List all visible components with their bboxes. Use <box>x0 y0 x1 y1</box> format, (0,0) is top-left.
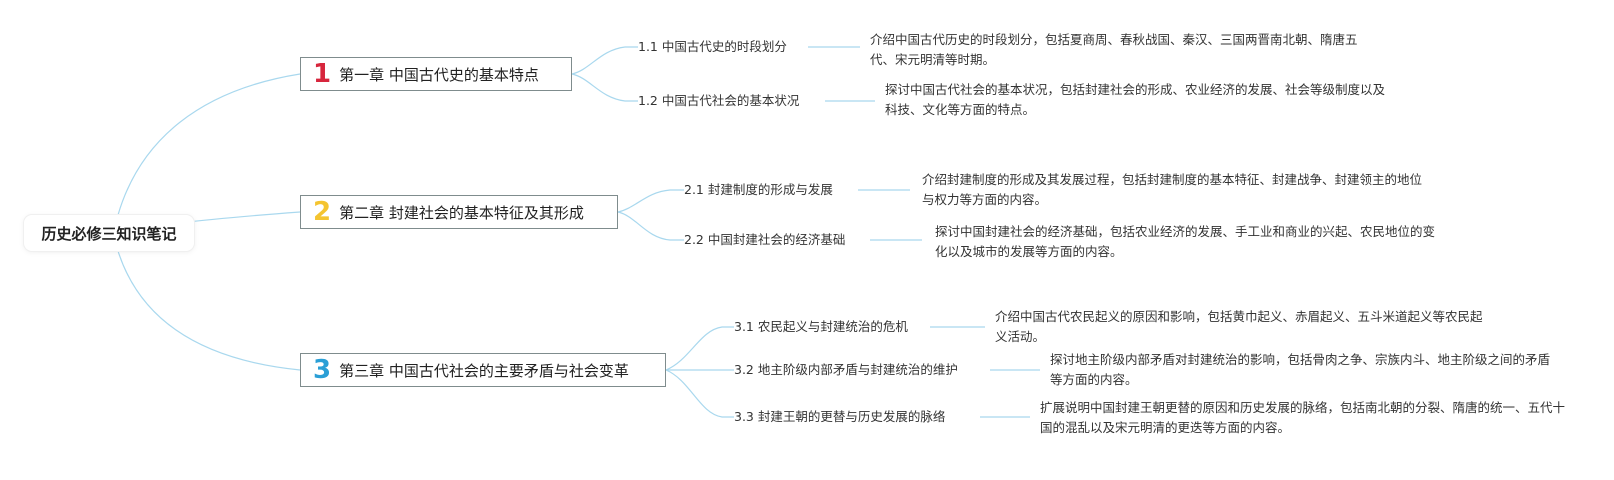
section-node-3-2[interactable]: 3.2 地主阶级内部矛盾与封建统治的维护 <box>734 362 958 377</box>
chapter-number-2: 2 <box>313 197 332 227</box>
chapter-number-1: 1 <box>313 59 332 89</box>
section-node-1-2[interactable]: 1.2 中国古代社会的基本状况 <box>638 93 800 108</box>
section-desc-1-1: 介绍中国古代历史的时段划分，包括夏商周、春秋战国、秦汉、三国两晋南北朝、隋唐五代… <box>870 32 1358 67</box>
link-ch2-s22 <box>617 211 684 241</box>
section-node-1-1[interactable]: 1.1 中国古代史的时段划分 <box>638 39 787 54</box>
section-desc-2-1: 介绍封建制度的形成及其发展过程，包括封建制度的基本特征、封建战争、封建领主的地位… <box>922 172 1423 207</box>
chapter-title-3: 第三章 中国古代社会的主要矛盾与社会变革 <box>339 361 629 380</box>
section-node-2-2[interactable]: 2.2 中国封建社会的经济基础 <box>684 232 846 247</box>
link-root-ch3 <box>117 250 301 371</box>
chapter-node-2[interactable]: 2 第二章 封建社会的基本特征及其形成 <box>300 195 618 229</box>
section-node-3-3[interactable]: 3.3 封建王朝的更替与历史发展的脉络 <box>734 409 946 424</box>
section-desc-3-3: 扩展说明中国封建王朝更替的原因和历史发展的脉络，包括南北朝的分裂、隋唐的统一、五… <box>1040 400 1566 435</box>
link-ch2-s21 <box>617 189 684 213</box>
link-root-ch1 <box>117 73 301 216</box>
root-node[interactable]: 历史必修三知识笔记 <box>24 215 194 251</box>
chapter-node-1[interactable]: 1 第一章 中国古代史的基本特点 <box>300 57 572 91</box>
link-root-ch2 <box>179 211 301 224</box>
link-ch3-s33 <box>665 369 734 418</box>
link-ch1-s11 <box>571 46 638 75</box>
root-title: 历史必修三知识笔记 <box>41 224 177 243</box>
section-desc-1-2: 探讨中国古代社会的基本状况，包括封建社会的形成、农业经济的发展、社会等级制度以及… <box>885 82 1386 117</box>
section-node-3-1[interactable]: 3.1 农民起义与封建统治的危机 <box>734 319 908 334</box>
section-node-2-1[interactable]: 2.1 封建制度的形成与发展 <box>684 182 833 197</box>
section-desc-3-2: 探讨地主阶级内部矛盾对封建统治的影响，包括骨肉之争、宗族内斗、地主阶级之间的矛盾… <box>1050 352 1551 387</box>
chapter-title-1: 第一章 中国古代史的基本特点 <box>339 65 539 84</box>
chapter-number-3: 3 <box>313 355 332 385</box>
chapter-title-2: 第二章 封建社会的基本特征及其形成 <box>339 203 584 222</box>
link-ch3-s31 <box>665 326 734 371</box>
section-desc-2-2: 探讨中国封建社会的经济基础，包括农业经济的发展、手工业和商业的兴起、农民地位的变… <box>935 224 1436 259</box>
chapter-node-3[interactable]: 3 第三章 中国古代社会的主要矛盾与社会变革 <box>300 353 666 387</box>
section-desc-3-1: 介绍中国古代农民起义的原因和影响，包括黄巾起义、赤眉起义、五斗米道起义等农民起义… <box>995 309 1483 344</box>
link-ch1-s12 <box>571 73 638 102</box>
